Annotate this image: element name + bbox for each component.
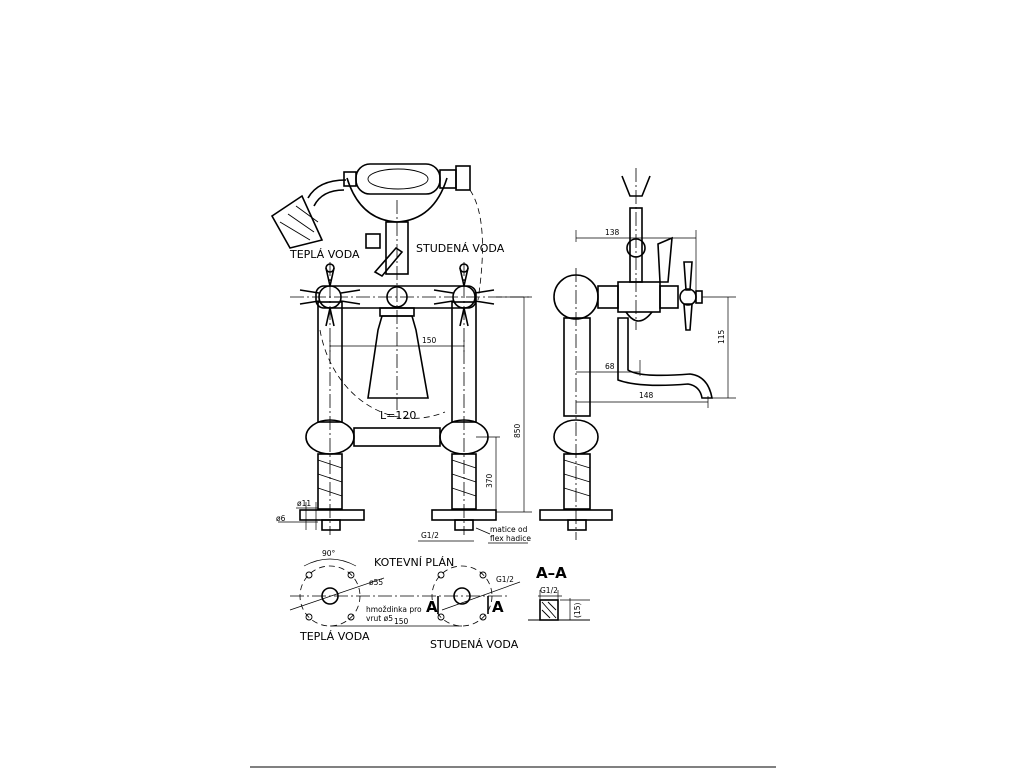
svg-text:matice od: matice od [490,525,528,534]
hose-swing-arc [319,189,483,419]
dim-138: 138 [575,228,697,296]
dim-d11-d6: ø11 ø6 [276,499,318,530]
cold-water-plan-label: STUDENÁ VODA [430,638,519,651]
svg-text:150: 150 [394,617,409,626]
svg-text:vrut ø5: vrut ø5 [366,614,393,623]
svg-text:370: 370 [485,473,494,488]
anchor-plan-title: KOTEVNÍ PLÁN [374,556,454,569]
svg-text:150: 150 [422,336,437,345]
side-spout [617,317,713,399]
svg-text:flex hadice: flex hadice [490,534,531,543]
hot-cross-handle [299,263,361,327]
section-title: A–A [536,564,567,582]
hot-water-plan-label: TEPLÁ VODA [299,630,370,643]
dim-thread-front: G1/2 matice od flex hadice [418,525,531,544]
cold-water-label: STUDENÁ VODA [416,242,505,255]
svg-text:90°: 90° [322,549,336,558]
anchor-plan: KOTEVNÍ PLÁN 90° ø55 G1/2 150 hmoždinka … [289,549,521,651]
svg-text:115: 115 [717,329,726,344]
side-view: 138 115 68 148 [539,168,736,540]
handshower [270,163,471,275]
section-a-a: A–A G1/2 (15) [528,564,590,621]
svg-text:(15): (15) [573,603,582,618]
svg-text:G1/2: G1/2 [496,575,514,584]
svg-text:148: 148 [639,391,654,400]
svg-text:ø6: ø6 [276,514,286,523]
svg-text:68: 68 [605,362,615,371]
svg-text:G1/2: G1/2 [540,586,558,595]
svg-text:850: 850 [513,423,522,438]
svg-text:G1/2: G1/2 [421,531,439,540]
svg-text:hmoždinka pro: hmoždinka pro [366,605,422,614]
svg-text:138: 138 [605,228,620,237]
cross-bar [353,427,441,447]
spout [367,315,429,399]
dim-850: 850 [496,296,532,513]
cold-cross-handle [433,263,495,327]
hose-length-label: L=120 [380,409,416,422]
svg-text:ø11: ø11 [297,499,311,508]
dim-370: 370 [476,436,500,512]
dim-148: 148 [576,391,709,408]
dim-68: 68 [576,360,641,376]
dim-115: 115 [702,296,736,399]
hot-water-label: TEPLÁ VODA [289,248,360,261]
svg-text:A: A [426,598,438,616]
svg-text:A: A [492,598,504,616]
svg-text:ø55: ø55 [369,578,383,587]
dim-150: 150 [329,336,465,352]
front-view: TEPLÁ VODA STUDENÁ VODA L=120 150 850 37… [270,163,532,544]
